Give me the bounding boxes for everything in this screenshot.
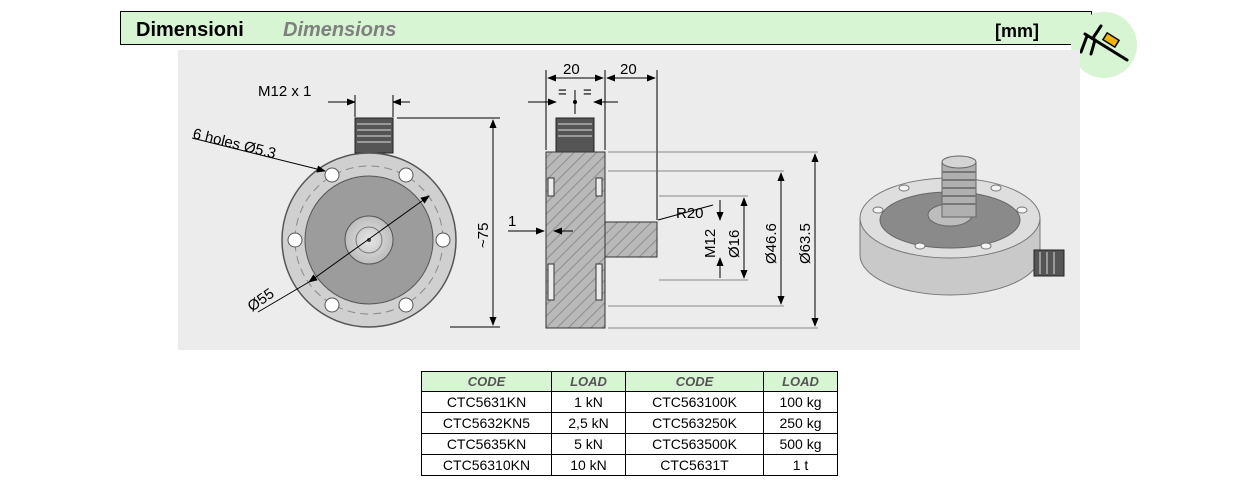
table-cell: 100 kg: [763, 391, 838, 413]
width-right-label: 20: [620, 61, 637, 78]
technical-drawing: Ø55 6 holes Ø5.3 M12 x 1 ~75: [178, 50, 1080, 350]
table-cell: CTC563250K: [625, 412, 764, 434]
section-title: Dimensioni: [136, 19, 244, 41]
front-view: Ø55 6 holes Ø5.3 M12 x 1 ~75: [191, 83, 500, 328]
d16-label: Ø16: [726, 230, 743, 258]
height-label: ~75: [475, 223, 492, 248]
header-code-1: CODE: [421, 371, 552, 392]
table-row: CTC5635KN 5 kN CTC563500K 500 kg: [421, 433, 838, 455]
table-cell: 250 kg: [763, 412, 838, 434]
table-row: CTC5631KN 1 kN CTC563100K 100 kg: [421, 391, 838, 413]
table-cell: 5 kN: [551, 433, 626, 455]
side-section-view: 20 20 = = 1 R20 M12: [508, 61, 819, 329]
d63-label: Ø63.5: [797, 223, 814, 264]
table-cell: CTC5632KN5: [421, 412, 552, 434]
m12-label: M12: [702, 229, 719, 258]
table-row: CTC5632KN5 2,5 kN CTC563250K 250 kg: [421, 412, 838, 434]
holes-label: 6 holes Ø5.3: [191, 125, 278, 162]
table-cell: CTC5631KN: [421, 391, 552, 413]
table-cell: 500 kg: [763, 433, 838, 455]
table-cell: 2,5 kN: [551, 412, 626, 434]
table-cell: 1 t: [763, 454, 838, 476]
table-header-row: CODE LOAD CODE LOAD: [421, 371, 838, 392]
model-table: CODE LOAD CODE LOAD CTC5631KN 1 kN CTC56…: [421, 371, 838, 476]
unit-label: [mm]: [995, 21, 1039, 41]
d46-label: Ø46.6: [763, 223, 780, 264]
eq-right-label: =: [583, 84, 592, 101]
header-load-1: LOAD: [551, 371, 626, 392]
width-left-label: 20: [563, 61, 580, 78]
caliper-icon: [1071, 12, 1137, 78]
table-cell: CTC5635KN: [421, 433, 552, 455]
table-cell: 1 kN: [551, 391, 626, 413]
table-row: CTC56310KN 10 kN CTC5631T 1 t: [421, 454, 838, 476]
section-header: Dimensioni Dimensions [mm]: [120, 11, 1092, 45]
header-code-2: CODE: [625, 371, 764, 392]
isometric-view: [859, 155, 1065, 296]
eq-left-label: =: [558, 84, 567, 101]
gap-label: 1: [508, 213, 516, 230]
table-cell: 10 kN: [551, 454, 626, 476]
table-cell: CTC56310KN: [421, 454, 552, 476]
table-cell: CTC5631T: [625, 454, 764, 476]
thread-label: M12 x 1: [258, 83, 311, 100]
table-cell: CTC563500K: [625, 433, 764, 455]
section-subtitle: Dimensions: [283, 19, 397, 41]
header-load-2: LOAD: [763, 371, 838, 392]
table-cell: CTC563100K: [625, 391, 764, 413]
radius-label: R20: [676, 205, 704, 222]
